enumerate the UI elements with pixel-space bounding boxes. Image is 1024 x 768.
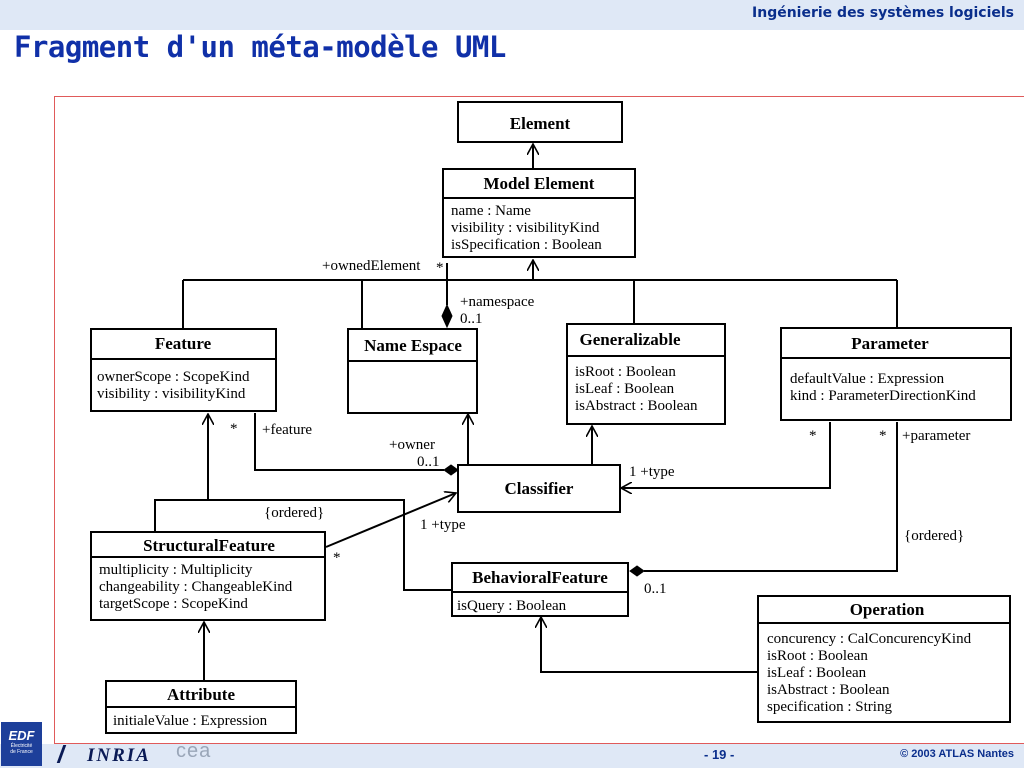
feature-subclass-line [154, 499, 452, 591]
class-classifier: Classifier [457, 464, 621, 513]
inria-mark-icon [56, 745, 87, 763]
edf-logo-text: EDF [8, 728, 35, 743]
class-name: Classifier [505, 479, 574, 498]
owner-diamond [443, 464, 459, 476]
class-attribute: targetScope : ScopeKind [99, 596, 248, 612]
class-attribute: isRoot : Boolean [767, 648, 868, 664]
class-attribute: isAbstract : Boolean [575, 398, 698, 414]
constraint-label: {ordered} [264, 505, 324, 521]
role-label: +ownedElement [322, 258, 421, 274]
role-label: 1 +type [629, 464, 675, 480]
header-bar: Ingénierie des systèmes logiciels [0, 0, 1024, 30]
class-name-espace: Name Espace [347, 328, 478, 414]
class-name: Feature [155, 334, 212, 353]
class-name: StructuralFeature [143, 536, 275, 555]
multiplicity-label: * [879, 428, 887, 444]
edf-logo-sub2: de France [10, 749, 33, 755]
copyright: © 2003 ATLAS Nantes [900, 748, 1014, 760]
class-attribute: isRoot : Boolean [575, 364, 676, 380]
behavioral-diamond [629, 565, 645, 577]
multiplicity-label: * [436, 260, 444, 276]
page-number: - 19 - [704, 747, 735, 762]
role-label: 1 +type [420, 517, 466, 533]
class-name: Element [510, 114, 571, 133]
class-attribute: name : Name [451, 203, 531, 219]
class-attribute: changeability : ChangeableKind [99, 579, 293, 595]
multiplicity-label: * [230, 421, 238, 437]
class-model-element: Model Element name : Name visibility : v… [442, 168, 636, 258]
inria-logo: INRIA [56, 745, 151, 767]
class-generalizable: Generalizable isRoot : Boolean isLeaf : … [566, 323, 726, 425]
class-attribute: isSpecification : Boolean [451, 237, 602, 253]
class-name: Parameter [851, 334, 929, 353]
class-attribute: kind : ParameterDirectionKind [790, 388, 976, 404]
structural-type-line [325, 493, 456, 548]
class-operation: Operation concurency : CalConcurencyKind… [757, 595, 1011, 723]
class-attribute: concurency : CalConcurencyKind [767, 631, 972, 647]
inria-logo-text: INRIA [87, 745, 151, 766]
cea-logo: cea [176, 740, 212, 762]
connectors [154, 144, 898, 681]
class-attribute: visibility : visibilityKind [451, 220, 600, 236]
class-name: Name Espace [364, 336, 462, 355]
parameter-type-line [621, 422, 831, 488]
association-labels: +ownedElement * +namespace 0..1 * +featu… [230, 258, 970, 597]
class-attribute: ownerScope : ScopeKind [97, 369, 250, 385]
parameter-role-line [644, 422, 898, 572]
multiplicity-label: 0..1 [644, 581, 667, 597]
role-label: +parameter [902, 428, 970, 444]
multiplicity-label: 0..1 [417, 454, 440, 470]
class-attribute: multiplicity : Multiplicity [99, 562, 253, 578]
class-name: Model Element [484, 174, 595, 193]
class-attribute: isQuery : Boolean [457, 598, 567, 614]
class-attribute: defaultValue : Expression [790, 371, 945, 387]
inherit-behavioral-line [541, 617, 758, 673]
class-structural-feature: StructuralFeature multiplicity : Multipl… [90, 531, 326, 621]
class-feature: Feature ownerScope : ScopeKind visibilit… [90, 328, 277, 412]
role-label: +namespace [460, 294, 535, 310]
diagram-frame [54, 96, 1024, 744]
slide-title: Fragment d'un méta-modèle UML [14, 30, 506, 64]
role-label: +owner [389, 437, 435, 453]
class-attribute: initialeValue : Expression [113, 713, 268, 729]
class-element: Element [457, 101, 623, 143]
class-name: Operation [850, 600, 925, 619]
constraint-label: {ordered} [904, 528, 964, 544]
class-name: BehavioralFeature [472, 568, 608, 587]
class-behavioral-feature: BehavioralFeature isQuery : Boolean [451, 562, 629, 617]
class-attribute-box: Attribute initialeValue : Expression [105, 680, 297, 734]
class-attribute: isLeaf : Boolean [575, 381, 675, 397]
class-attribute: visibility : visibilityKind [97, 386, 246, 402]
course-title: Ingénierie des systèmes logiciels [752, 5, 1014, 21]
class-parameter: Parameter defaultValue : Expression kind… [780, 327, 1012, 421]
multiplicity-label: * [333, 550, 341, 566]
edf-logo-sub1: Électricité [10, 743, 33, 749]
feature-owner-line [254, 413, 444, 471]
edf-logo: EDF Électricité de France [1, 722, 42, 766]
class-attribute: isAbstract : Boolean [767, 682, 890, 698]
class-name: Attribute [167, 685, 235, 704]
class-attribute: specification : String [767, 699, 892, 715]
multiplicity-label: 0..1 [460, 311, 483, 327]
footer-bar [0, 744, 1024, 768]
class-name: Generalizable [579, 330, 680, 349]
class-attribute: isLeaf : Boolean [767, 665, 867, 681]
namespace-diamond [441, 303, 453, 329]
role-label: +feature [262, 422, 312, 438]
multiplicity-label: * [809, 428, 817, 444]
